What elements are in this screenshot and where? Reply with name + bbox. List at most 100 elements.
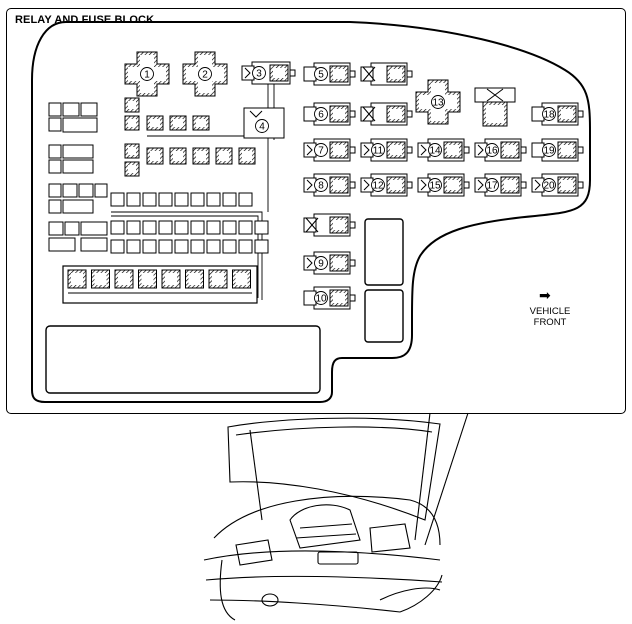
relay-pin xyxy=(406,70,413,78)
fuse-window xyxy=(128,165,136,173)
empty-slot-mark xyxy=(486,88,504,102)
fuse-slot xyxy=(174,239,189,254)
relay-terminal-window xyxy=(561,109,573,119)
diode-symbol xyxy=(363,144,370,156)
callout-number: 17 xyxy=(486,181,498,192)
mounting-rect xyxy=(364,218,404,286)
callout-circle xyxy=(252,66,266,80)
callout-number: 11 xyxy=(373,146,384,157)
relay-terminal-window xyxy=(504,145,516,155)
fuse-slot xyxy=(190,192,205,207)
callout-circle xyxy=(314,178,328,192)
fuse-window xyxy=(173,119,183,127)
relay-terminal-window xyxy=(273,68,285,78)
relay-terminal-window xyxy=(333,180,345,190)
fuse-slot xyxy=(48,199,62,214)
callout-number: 15 xyxy=(429,181,441,192)
car-engine-bay-icon xyxy=(203,412,469,621)
fuse-window xyxy=(235,273,248,285)
diode-symbol xyxy=(249,110,263,118)
fuse-slot xyxy=(206,239,221,254)
vehicle-front-label: VEHICLE FRONT xyxy=(514,306,586,328)
callout-circle xyxy=(542,143,556,157)
callout-number: 5 xyxy=(318,70,324,81)
fuse-slot xyxy=(254,239,269,254)
fuse-slot xyxy=(190,220,205,235)
callout-circle xyxy=(140,67,154,81)
relay-terminal-window xyxy=(447,145,459,155)
fuse-slot xyxy=(110,192,125,207)
diode-symbol xyxy=(306,179,313,191)
relay-tab xyxy=(360,106,374,122)
fuse-slot xyxy=(62,102,80,117)
empty-slot-mark xyxy=(305,217,319,233)
fuse-window xyxy=(165,273,177,285)
fuse-window xyxy=(128,101,136,109)
fuse-window xyxy=(196,119,206,127)
diode-symbol xyxy=(420,179,427,191)
fuse-window xyxy=(486,105,504,123)
relay-pin xyxy=(577,146,584,154)
fuse-slot xyxy=(158,192,173,207)
wire-line xyxy=(111,215,259,298)
callout-circle xyxy=(371,143,385,157)
relay-terminal-window xyxy=(333,258,345,268)
relay-pin xyxy=(349,221,356,229)
callout-circle xyxy=(314,143,328,157)
fuse-slot xyxy=(126,239,141,254)
relay-pin xyxy=(289,69,296,77)
diode-symbol xyxy=(534,179,541,191)
fuse-slot xyxy=(48,221,64,236)
fuse-slot xyxy=(48,102,62,117)
relay-terminal-window xyxy=(390,69,402,79)
fuse-window xyxy=(242,151,252,161)
callout-number: 12 xyxy=(372,181,384,192)
fuse-slot xyxy=(48,237,76,252)
callout-circle xyxy=(255,119,269,133)
empty-slot-mark xyxy=(362,106,376,122)
relay-pin xyxy=(577,181,584,189)
relay-pin xyxy=(349,259,356,267)
fuse-row-frame xyxy=(62,265,258,304)
fuse-window xyxy=(128,119,136,127)
fuse-slot xyxy=(142,220,157,235)
fuse-slot xyxy=(110,220,125,235)
fuse-slot xyxy=(48,159,62,174)
fuse-slot xyxy=(48,117,62,132)
callout-number: 3 xyxy=(256,69,262,80)
fuse-slot xyxy=(62,144,94,159)
fuse-window xyxy=(196,151,206,161)
fuse-window xyxy=(128,147,136,155)
relay-pin xyxy=(349,110,356,118)
fuse-slot xyxy=(206,220,221,235)
relay-terminal-window xyxy=(390,145,402,155)
diode-symbol xyxy=(420,144,427,156)
wire-line xyxy=(111,211,263,300)
callout-circle xyxy=(198,67,212,81)
vehicle-front-line1: VEHICLE xyxy=(529,306,571,317)
callout-number: 13 xyxy=(432,98,444,109)
diode-symbol xyxy=(477,144,484,156)
fuse-window xyxy=(219,151,229,161)
callout-number: 2 xyxy=(202,70,208,81)
fuse-slot xyxy=(142,239,157,254)
fuse-slot xyxy=(254,220,269,235)
fuse-window xyxy=(141,273,154,285)
callout-circle xyxy=(314,256,328,270)
fuse-window xyxy=(212,273,224,285)
callout-circle xyxy=(314,107,328,121)
relay-pin xyxy=(520,181,527,189)
relay-pin xyxy=(349,70,356,78)
fuse-window xyxy=(150,151,160,161)
callout-circle xyxy=(371,178,385,192)
vehicle-front-line2: FRONT xyxy=(533,317,567,328)
callout-number: 8 xyxy=(318,181,324,192)
relay-terminal-window xyxy=(447,180,459,190)
fuse-slot xyxy=(222,239,237,254)
fuse-slot xyxy=(238,192,253,207)
relay-pin xyxy=(349,181,356,189)
callout-circle xyxy=(485,178,499,192)
fuse-slot xyxy=(174,192,189,207)
relay-pin xyxy=(520,146,527,154)
